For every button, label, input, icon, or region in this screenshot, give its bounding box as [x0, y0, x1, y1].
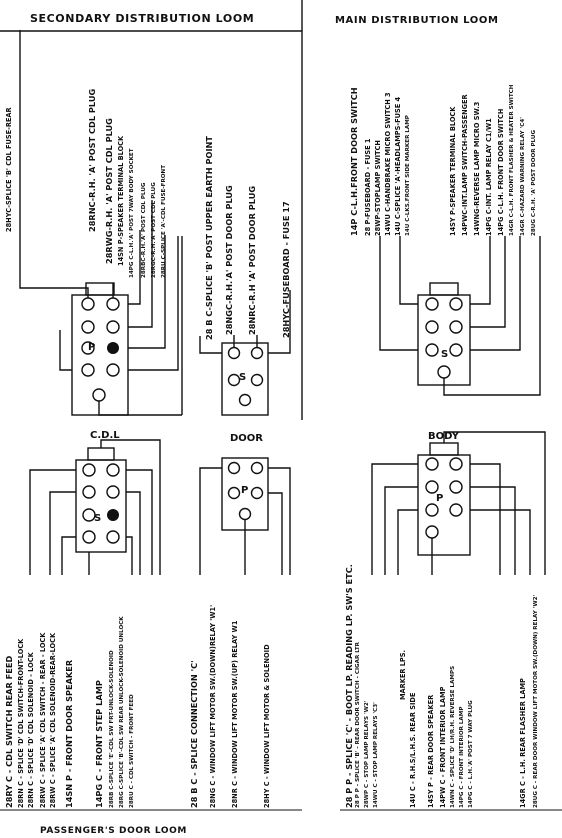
door-connector-label: DOOR [230, 433, 264, 444]
wire-label: 14PW C - FRONT INTERIOR LAMP [439, 686, 447, 808]
wire-label: 28WP C - STOP LAMP RELAYS 'W2' [364, 700, 370, 808]
wire-label: 14PG C-L.H. FRONT DOOR SWITCH [497, 108, 505, 236]
wire-label: 28UG C - REAR DOOR WINDOW LIFT MOTOR SW.… [533, 594, 539, 808]
wire-label: 28HYC-FUSEBOARD - FUSE 17 [281, 201, 291, 338]
wire-label: 14PG C - FRONT STEP LAMP [94, 680, 104, 808]
wire-label: 28RU C-SPLICE 'A'-CDL FUSE-FRONT [161, 164, 167, 278]
wire-label: 14PG C-L.H.'A' POST 7WAY BODY SOCKET [129, 148, 135, 278]
wire-label: 28HYC-SPLICE 'B' CDL FUSE-REAR [5, 107, 13, 232]
wire-label: 14PG C - FRONT INTERIOR LAMP [459, 706, 465, 808]
wire-label: 28RB C-SPLICE 'E'-CDL SW FRT-UNLOCK-SOLE… [109, 650, 115, 808]
wire-label: 14PG C-INT. LAMP RELAY C1/W1 [485, 118, 493, 236]
wire-label: 28UG C-R.H. 'A' POST DOOR PLUG [531, 129, 537, 236]
wire-label: 28RY C - CDL SWITCH REAR FEED [4, 655, 14, 808]
wire-label: 28RNC-R.H. 'A' POST CDL PLUG [87, 88, 97, 232]
wire-label: 28RN C - SPLICE 'D' CDL SWITCH-FRONT-LOC… [17, 638, 25, 808]
wire-label: 28NR C - WINDOW LIFT MOTOR SW.(UP) RELAY… [231, 620, 239, 808]
wire-label: 14WU C - STOP LAMP RELAYS 'C3' [373, 702, 379, 808]
wire-label: 14U C-LKS.FRONT SIDE MARKER LAMP [405, 115, 411, 236]
wire-label: 14GR C-HAZARD WARNING RELAY 'C4' [520, 117, 526, 236]
wire-label: 14U C - R.H.S/L.H.S. REAR SIDE [409, 692, 417, 808]
wire-label: 28RGC-R.H.'A' POST CDL PLUG [151, 182, 157, 278]
wire-label: 28RW C - SPLICE 'A' CDL SOLENOID-REAR-LO… [49, 632, 57, 808]
wire-label: MARKER LPS. [399, 649, 407, 700]
wire-label: 14P C-L.H.FRONT DOOR SWITCH [349, 87, 359, 236]
socket-letter-s: S [441, 349, 449, 360]
wire-label: 28WP-STOPLAMP SWITCH [374, 140, 382, 236]
wire-label: 28RBC-R.H.'A' POST CDL PLUG [141, 182, 147, 278]
wire-label: 14SN P-SPEAKER TERMINAL BLOCK [117, 135, 125, 266]
wire-label: 14PG C - L.H.'A' POST 7 WAY PLUG [468, 700, 474, 808]
wire-label: 14WNG-REVERSE LAMP MICRO SW.3 [473, 101, 481, 236]
main-loom-header: MAIN DISTRIBUTION LOOM [335, 15, 499, 26]
secondary-loom-header: SECONDARY DISTRIBUTION LOOM [30, 12, 255, 25]
wire-label: 28 P P - SPLICE 'B' - REAR DOOR SWITCH -… [355, 642, 361, 808]
wire-label: 14PWC-INT.LAMP SWITCH-PASSENGER [461, 94, 469, 236]
wire-label: 14WN C - SPLICE 'D' LH/R.H. REVERSE LAMP… [450, 665, 456, 808]
wire-label: 28 B C-SPLICE 'B' POST UPPER EARTH POINT [204, 136, 214, 340]
wire-label: 14SN P - FRONT DOOR SPEAKER [64, 659, 74, 808]
wire-label: 28 P-FUSEBOARD - FUSE 1 [364, 138, 372, 236]
wire-label: 28RU C - CDL SWITCH - FRONT FEED [129, 694, 135, 808]
wire-label: 14WU C-HANDBRAKE MICRO SWITCH 3 [384, 92, 392, 236]
wire-label: 28NG C - WINDOW LIFT MOTOR SW.(DOWN)RELA… [209, 604, 217, 808]
wire-label: 28NRC-R.H 'A' POST DOOR PLUG [247, 185, 257, 335]
wire-label: 14SY P-SPEAKER TERMINAL BLOCK [449, 106, 457, 236]
wire-label: 28RN C - SPLICE 'D' CDL SOLENOID - LOCK [27, 652, 35, 808]
wire-label: 28 B C - SPLICE CONNECTION 'C' [189, 660, 199, 808]
wire-label: 28RWG-R.H. 'A' POST CDL PLUG [104, 118, 114, 264]
wire-label: 28 P P - SPLICE 'C' - BOOT LP. READING L… [344, 564, 354, 808]
socket-letter-p: P [436, 493, 444, 504]
wire-label: 28RW C - SPLICE 'A' CDL SWITCH - REAR - … [39, 632, 47, 808]
wire-label: 28NGC-R.H.'A' POST DOOR PLUG [224, 185, 234, 335]
socket-letter-s: S [239, 372, 247, 383]
socket-letter-s: S [94, 513, 102, 524]
wire-label: 14GR C-L.H. FRONT FLASHER & HEATER SWITC… [509, 84, 515, 236]
socket-letter-p: P [88, 342, 96, 353]
wire-label: 28RG C-SPLICE 'B'-CDL SW REAR UNLOCK-SOL… [119, 616, 125, 808]
passenger-door-loom-header: PASSENGER'S DOOR LOOM [40, 826, 187, 836]
wire-label: 14SY P - REAR DOOR SPEAKER [427, 694, 435, 808]
wire-label: 14U C-SPLICE 'A'-HEADLAMPS-FUSE 4 [394, 96, 402, 236]
socket-letter-p: P [241, 485, 249, 496]
cdl-connector-label: C.D.L [90, 430, 120, 441]
wire-label: 28HY C - WINDOW LIFT MOTOR & SOLENOID [263, 644, 271, 808]
wire-label: 14GR C - L.H. REAR FLASHER LAMP [519, 678, 527, 808]
